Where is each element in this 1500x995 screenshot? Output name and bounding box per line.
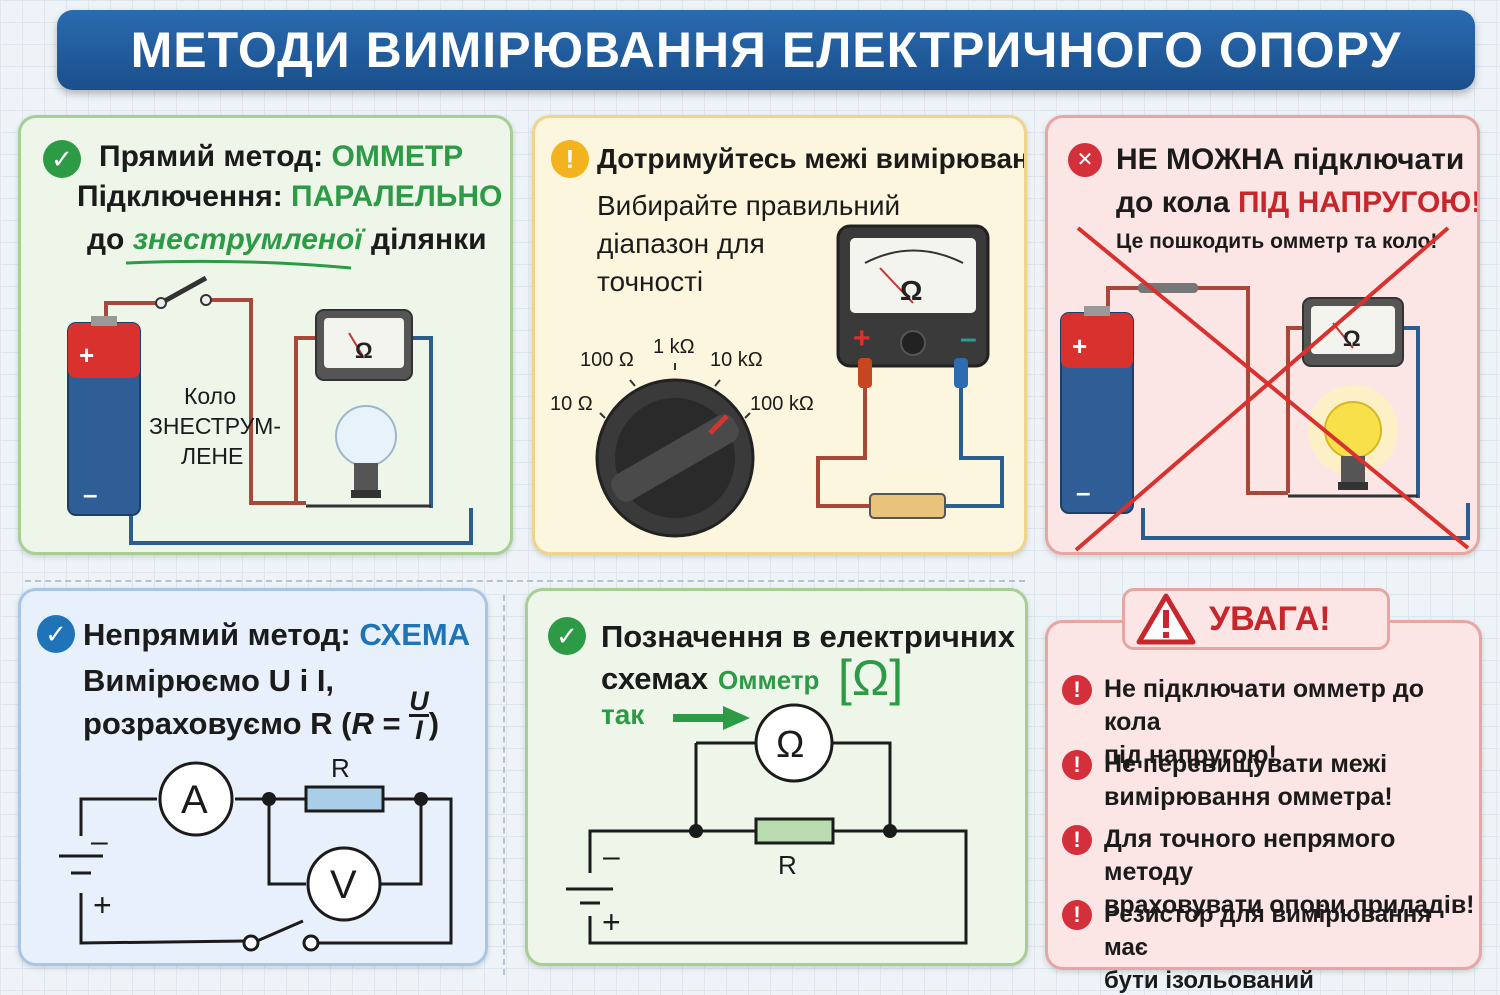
label-ohmmeter: Омметр (718, 665, 820, 695)
indirect-circuit-diagram: A V R – + (59, 753, 453, 952)
direct-line2: Підключення: ПАРАЛЕЛЬНО (77, 180, 503, 213)
dial-label-100k: 100 kΩ (750, 393, 814, 415)
attention-badge: УВАГА! (1122, 588, 1390, 650)
direct-line1: Прямий метод: ОММЕТР (99, 140, 464, 173)
circuit-label-1: Коло (184, 383, 237, 409)
symbols-resistor-label: R (778, 850, 797, 880)
indirect-line1: Непрямий метод: СХЕМА (83, 617, 471, 652)
attention-title: УВАГА! (1209, 599, 1331, 638)
limits-text-3: точності (597, 266, 704, 297)
page-title: МЕТОДИ ВИМІРЮВАННЯ ЕЛЕКТРИЧНОГО ОПОРУ (130, 22, 1402, 78)
limits-text-1: Вибирайте правильний (597, 190, 901, 221)
forbidden-line2: до кола ПІД НАПРУГОЮ! (1116, 186, 1480, 219)
exclamation-icon: ! (1062, 825, 1092, 855)
close-icon: ✕ (1068, 143, 1102, 177)
circuit-label-3: ЛЕНЕ (181, 443, 244, 469)
ammeter-symbol: A (181, 778, 208, 822)
check-icon: ✓ (548, 617, 586, 655)
dial-label-1k: 1 kΩ (653, 336, 695, 358)
symbols-minus: – (603, 840, 620, 873)
forbidden-battery-plus: + (1072, 331, 1087, 361)
circuit-label-2: ЗНЕСТРУМ- (149, 413, 282, 439)
exclamation-icon: ! (1062, 675, 1092, 705)
indirect-minus: – (91, 825, 108, 858)
symbols-line1: Позначення в електричних (601, 619, 1015, 654)
warning-icon: ! (551, 140, 589, 178)
title-bar: МЕТОДИ ВИМІРЮВАННЯ ЕЛЕКТРИЧНОГО ОПОРУ (57, 10, 1475, 90)
forbidden-meter-ohm: Ω (1343, 326, 1361, 351)
warning-triangle-icon (1136, 593, 1196, 645)
label-so: так (601, 699, 645, 730)
symbols-plus: + (602, 904, 621, 940)
battery-minus: – (83, 479, 97, 509)
symbol-bracket: [Ω] (838, 650, 904, 706)
forbidden-battery-minus: – (1076, 477, 1090, 507)
exclamation-icon: ! (1062, 900, 1092, 930)
forbidden-line1: НЕ МОЖНА підключати (1116, 143, 1465, 176)
battery-plus: + (79, 340, 94, 370)
indirect-line2: Вимірюємо U і I, (83, 663, 335, 698)
meter-ohm-symbol: Ω (355, 338, 373, 363)
panel-forbidden: ✕ НЕ МОЖНА підключати до кола ПІД НАПРУГ… (1045, 115, 1480, 555)
direct-circuit-diagram: + – Ω (67, 259, 473, 545)
dial-label-100: 100 Ω (580, 349, 634, 371)
dial-label-10: 10 Ω (550, 393, 593, 415)
check-icon: ✓ (43, 140, 81, 178)
divider-vertical (503, 595, 505, 975)
limits-meter-ohm: Ω (900, 275, 922, 306)
panel-limits: ! Дотримуйтесь межі вимірювання Вибирайт… (532, 115, 1027, 555)
limits-diagram: 10 Ω 100 Ω 1 kΩ 10 kΩ 100 kΩ Ω + – (550, 224, 1004, 538)
forbidden-circuit-diagram: + – Ω (1060, 226, 1470, 552)
indirect-plus: + (93, 887, 112, 923)
forbidden-line3: Це пошкодить омметр та коло! (1116, 230, 1438, 253)
limits-heading: Дотримуйтесь межі вимірювання (597, 143, 1027, 174)
divider-horizontal (25, 580, 1025, 582)
dial-label-10k: 10 kΩ (710, 349, 763, 371)
exclamation-icon: ! (1062, 750, 1092, 780)
panel-direct-method: ✓ Прямий метод: ОММЕТР Підключення: ПАРА… (18, 115, 513, 555)
panel-symbols: ✓ Позначення в електричних схемах Омметр… (525, 588, 1028, 966)
symbols-circuit-diagram: Ω R – + (566, 703, 968, 945)
voltmeter-symbol: V (330, 863, 357, 907)
check-icon: ✓ (37, 615, 75, 653)
direct-line3: до знеструмленої ділянки (87, 223, 487, 256)
ohm-symbol: Ω (776, 724, 804, 766)
probe-minus: – (960, 322, 977, 355)
resistor-label: R (331, 753, 350, 783)
limits-text-2: діапазон для (597, 228, 765, 259)
panel-indirect-method: ✓ Непрямий метод: СХЕМА Вимірюємо U і I,… (18, 588, 488, 966)
symbols-line2: схемах (601, 661, 709, 696)
probe-plus: + (853, 322, 871, 355)
